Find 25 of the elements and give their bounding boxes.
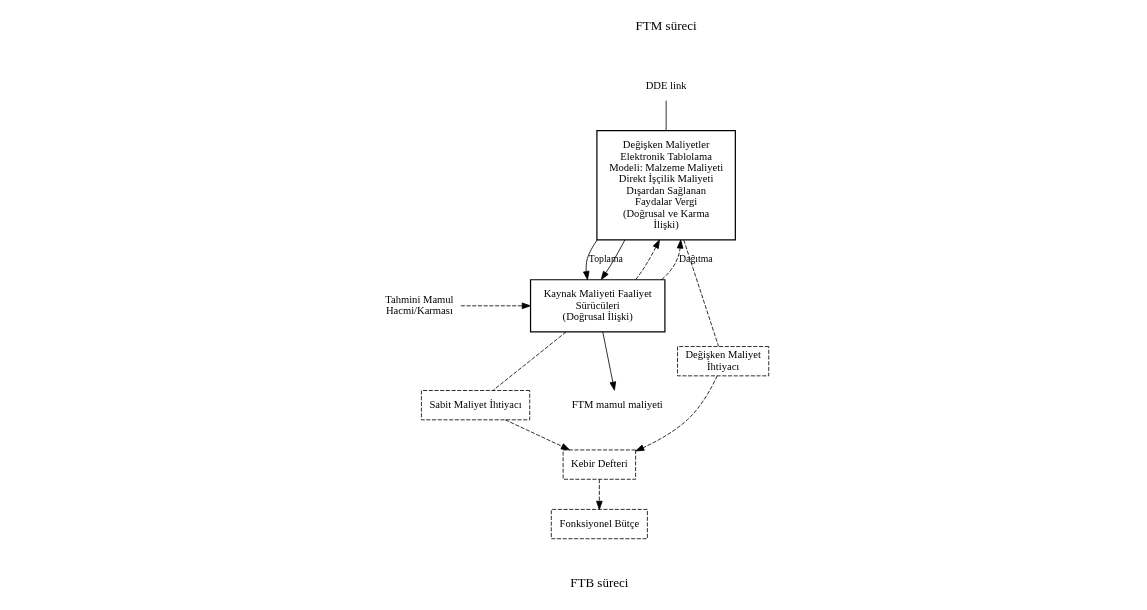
- arrow: [600, 239, 626, 280]
- arrow: [635, 239, 660, 280]
- node-box: Değişken Maliyetler Elektronik Tablolama Modeli: Malzeme Maliyeti Direkt İşçilik Maliyeti Dışardan Sağlanan Faydalar Vergi (Doğrusal ve Karma İlişki): [596, 130, 736, 241]
- node-box: Değişken Maliyet İhtiyacı: [677, 346, 770, 377]
- node-box: Fonksiyonel Bütçe: [550, 509, 648, 540]
- arrow: [596, 479, 603, 510]
- arrow: [460, 302, 531, 310]
- arrow: [583, 239, 598, 281]
- arrow: [602, 331, 617, 391]
- node-text: Tahmini Mamul Hacmi/Karması: [385, 293, 454, 317]
- node-box: Sabit Maliyet İhtiyacı: [421, 390, 531, 421]
- connector: [665, 100, 667, 132]
- node-text: FTM mamul maliyeti: [571, 398, 663, 410]
- label: FTB süreci: [570, 574, 629, 590]
- arrow: [635, 375, 718, 452]
- connector: [683, 239, 719, 347]
- label: FTM süreci: [635, 17, 697, 33]
- arrow: [661, 239, 684, 280]
- edge-label: Toplama: [588, 253, 623, 265]
- node-box: Kaynak Maliyeti Faaliyet Sürücüleri (Doğrusal İlişki): [529, 279, 666, 333]
- connector: [492, 331, 567, 391]
- edge-label: Dağıtma: [679, 253, 713, 265]
- arrow: [504, 419, 570, 451]
- node-text: DDE link: [645, 79, 687, 91]
- node-box: Kebir Defteri: [562, 449, 636, 480]
